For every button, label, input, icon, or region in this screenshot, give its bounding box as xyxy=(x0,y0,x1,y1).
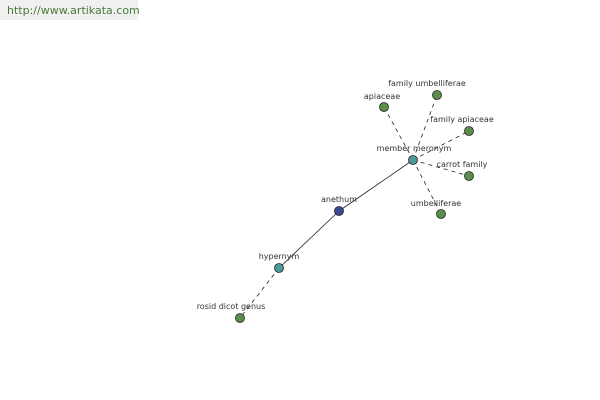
node-dot-family-apiaceae[interactable] xyxy=(464,126,474,136)
node-dot-anethum[interactable] xyxy=(334,206,344,216)
node-label-rosid-dicot-genus: rosid dicot genus xyxy=(197,302,266,311)
node-dot-family-umbelliferae[interactable] xyxy=(432,90,442,100)
node-label-anethum: anethum xyxy=(321,195,357,204)
edge-member-meronym-to-carrot-family xyxy=(412,159,470,177)
node-label-hypernym: hypernym xyxy=(259,252,300,261)
edge-anethum-to-member-meronym xyxy=(338,159,414,212)
edge-member-meronym-to-family-umbelliferae xyxy=(412,94,438,161)
node-rosid-dicot-genus[interactable]: rosid dicot genus xyxy=(197,302,266,323)
node-apiaceae[interactable]: apiaceae xyxy=(364,92,400,112)
node-anethum[interactable]: anethum xyxy=(321,195,357,216)
node-label-apiaceae: apiaceae xyxy=(364,92,400,101)
node-family-apiaceae[interactable]: family apiaceae xyxy=(430,115,494,136)
node-label-carrot-family: carrot family xyxy=(437,160,488,169)
node-dot-hypernym[interactable] xyxy=(274,263,284,273)
node-dot-rosid-dicot-genus[interactable] xyxy=(235,313,245,323)
url-banner: http://www.artikata.com xyxy=(0,0,140,20)
node-label-family-apiaceae: family apiaceae xyxy=(430,115,494,124)
node-member-meronym[interactable]: member meronym xyxy=(377,144,452,165)
node-dot-member-meronym[interactable] xyxy=(408,155,418,165)
node-label-family-umbelliferae: family umbelliferae xyxy=(388,79,466,88)
edge-hypernym-to-rosid-dicot-genus xyxy=(239,267,280,319)
node-dot-apiaceae[interactable] xyxy=(379,102,389,112)
edge-member-meronym-to-family-apiaceae xyxy=(412,130,470,161)
node-carrot-family[interactable]: carrot family xyxy=(437,160,488,181)
edge-member-meronym-to-apiaceae xyxy=(383,106,414,161)
node-dot-umbelliferae[interactable] xyxy=(436,209,446,219)
node-family-umbelliferae[interactable]: family umbelliferae xyxy=(388,79,466,100)
node-label-member-meronym: member meronym xyxy=(377,144,452,153)
site-url-link[interactable]: http://www.artikata.com xyxy=(7,4,140,17)
edges-layer xyxy=(239,94,470,319)
edge-anethum-to-hypernym xyxy=(278,210,340,269)
node-umbelliferae[interactable]: umbelliferae xyxy=(411,199,461,219)
node-label-umbelliferae: umbelliferae xyxy=(411,199,461,208)
node-hypernym[interactable]: hypernym xyxy=(259,252,300,273)
node-dot-carrot-family[interactable] xyxy=(464,171,474,181)
nodes-layer: anethum hypernym member meronym rosid dicot… xyxy=(197,79,494,323)
edge-member-meronym-to-umbelliferae xyxy=(412,159,442,215)
